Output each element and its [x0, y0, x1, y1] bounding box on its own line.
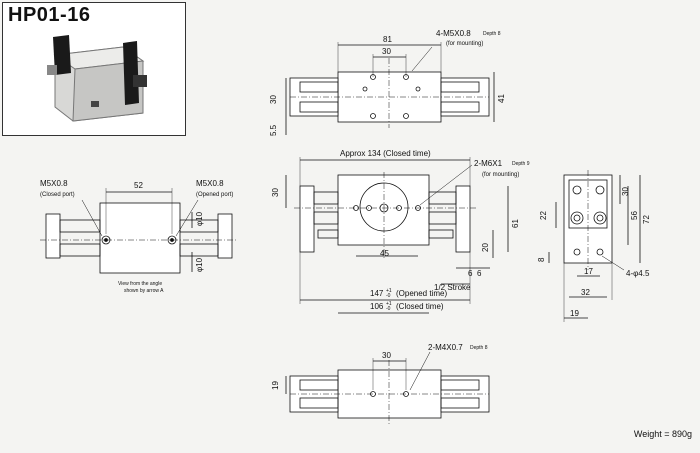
closed-tolerance: +1 -0 [386, 301, 392, 312]
dim-81: 81 [383, 35, 392, 44]
dim-6b: 6 [477, 269, 482, 278]
opened-port-thread: M5X0.8 [196, 179, 224, 188]
top-tap-note: 4-M5X0.8 [436, 29, 471, 38]
dim-30-front: 30 [271, 188, 280, 197]
closed-port-thread: M5X0.8 [40, 179, 68, 188]
dim-41: 41 [497, 94, 506, 103]
dim-72: 72 [642, 215, 651, 224]
page-title: HP01-16 [8, 4, 91, 26]
dim-30-left: 30 [269, 95, 278, 104]
dim-52: 52 [134, 181, 143, 190]
view-note-line2: shown by arrow A [124, 288, 164, 294]
dim-20: 20 [481, 243, 490, 252]
front-view [285, 157, 509, 314]
bottom-tap-note: 2-M4X0.7 [428, 343, 463, 352]
opened-tolerance: +1 -0 [386, 288, 392, 299]
opened-length: 147 [370, 289, 384, 298]
dim-45: 45 [380, 249, 389, 258]
dim-61: 61 [511, 219, 520, 228]
closed-port-label: (Closed port) [40, 192, 75, 198]
dim-22: 22 [539, 211, 548, 220]
opened-label: (Opened time) [396, 289, 448, 298]
top-tap-sub: (for mounting) [446, 41, 484, 47]
dim-19-bottom: 19 [271, 381, 280, 390]
top-view [285, 42, 495, 135]
dim-17: 17 [584, 267, 593, 276]
closed-length: 106 [370, 302, 384, 311]
port-view [40, 188, 238, 274]
half-stroke: 1/2 Stroke [434, 283, 471, 292]
dim-5-5: 5.5 [269, 124, 278, 136]
dim-19-side: 19 [570, 309, 579, 318]
dim-56: 56 [630, 211, 639, 220]
dim-30-side: 30 [621, 187, 630, 196]
side-view [548, 170, 641, 322]
gripper-photo [3, 3, 185, 135]
dim-32: 32 [581, 288, 590, 297]
dim-8: 8 [537, 257, 546, 262]
front-tap-sub: (for mounting) [482, 172, 520, 178]
dim-30-top: 30 [382, 47, 391, 56]
approx-width: Approx 134 (Closed time) [340, 149, 431, 158]
opened-port-label: (Opened port) [196, 192, 234, 198]
dia-10-bottom: φ10 [195, 257, 204, 272]
bottom-tap-depth: Depth 8 [470, 345, 488, 351]
dim-6a: 6 [468, 269, 473, 278]
dia-10-top: φ10 [195, 211, 204, 226]
front-tap-note: 2-M6X1 [474, 159, 503, 168]
dim-30-bottom: 30 [382, 351, 391, 360]
weight-label: Weight = 890g [633, 429, 692, 439]
closed-label: (Closed time) [396, 302, 444, 311]
top-tap-depth: Depth 8 [483, 31, 501, 37]
front-tap-depth: Depth 9 [512, 161, 530, 167]
mount-hole-note: 4-φ4.5 [626, 269, 650, 278]
bottom-view [285, 351, 490, 425]
view-note-line1: View from the angle [118, 281, 163, 287]
product-photo-frame [2, 2, 186, 136]
